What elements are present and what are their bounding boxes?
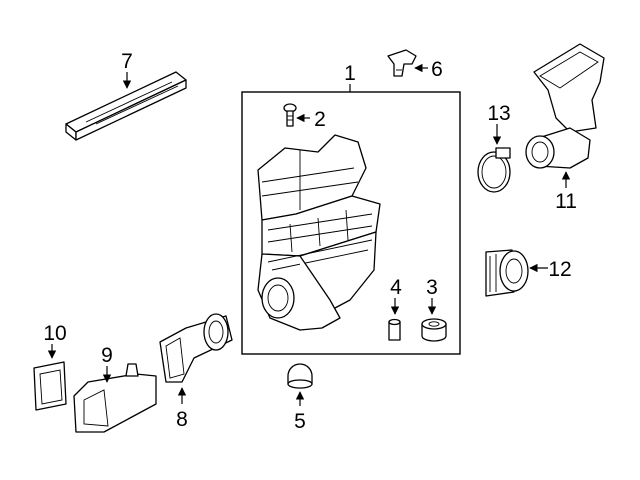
callout-11: 11 (555, 190, 577, 213)
assembly-frame (241, 91, 461, 355)
clamp-part (477, 147, 511, 193)
grommet-part (421, 318, 447, 342)
intake-duct-part (73, 363, 157, 433)
callout-7: 7 (121, 50, 133, 73)
duct-part (159, 313, 233, 383)
callout-12: 12 (548, 258, 571, 281)
sleeve-part (388, 318, 401, 341)
callout-3: 3 (426, 276, 438, 299)
callout-1: 1 (344, 62, 356, 85)
callout-10: 10 (43, 322, 66, 345)
air-filter-element (65, 71, 187, 141)
sensor-part (387, 49, 417, 77)
intake-hose-part (525, 43, 605, 169)
callout-5: 5 (294, 410, 306, 433)
seal-part (33, 361, 67, 411)
cap-part (287, 363, 313, 389)
callout-8: 8 (176, 408, 188, 431)
callout-13: 13 (487, 102, 510, 125)
bolt-part (283, 103, 297, 127)
callout-2: 2 (314, 108, 326, 131)
callout-4: 4 (390, 276, 402, 299)
maf-housing-part (485, 249, 529, 297)
callout-9: 9 (101, 344, 113, 367)
air-cleaner-housing (257, 134, 381, 331)
callout-6: 6 (431, 58, 443, 81)
